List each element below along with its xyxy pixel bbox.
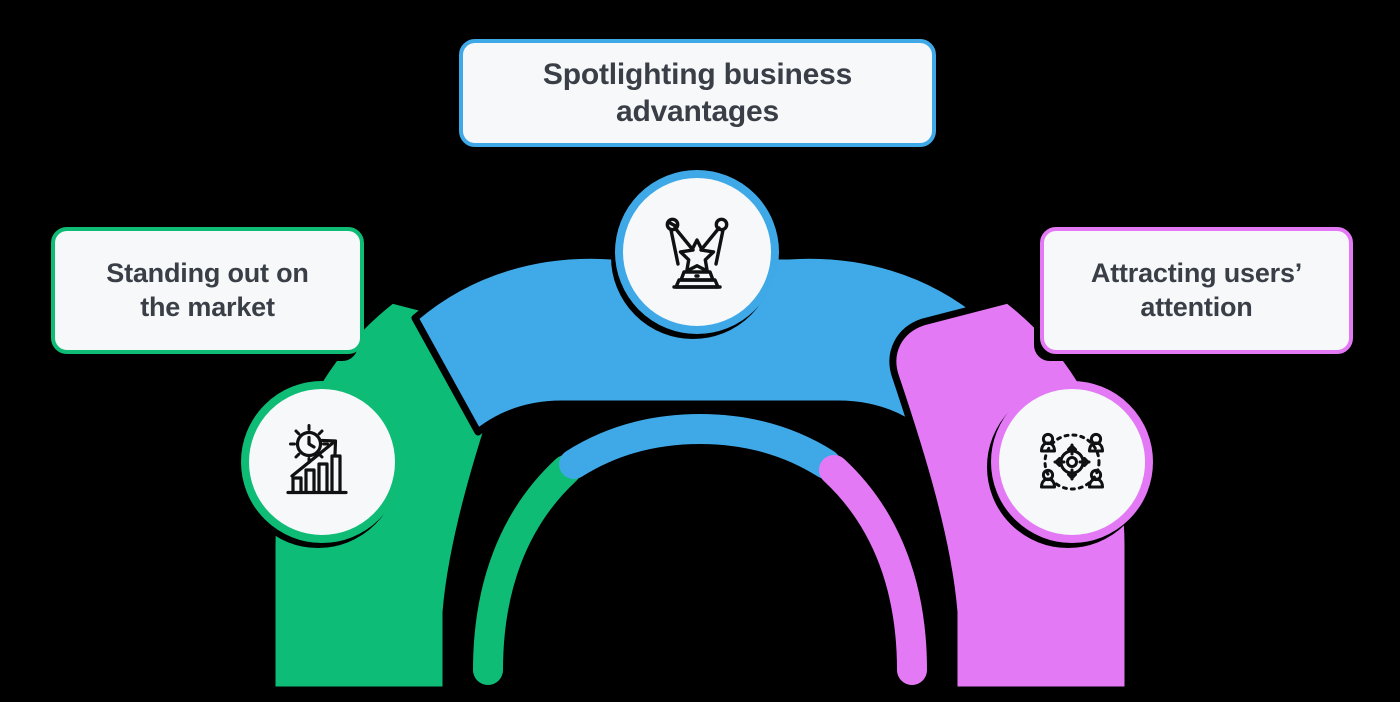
- inner-arc-right: [819, 455, 927, 685]
- label-card-standing-out-text: Standing out on the market: [92, 257, 322, 324]
- label-card-attracting-users[interactable]: Attracting users’ attention: [1040, 227, 1353, 354]
- label-line-2: attention: [1140, 291, 1253, 322]
- growth-bar-chart-icon: [286, 424, 348, 495]
- icon-badge-spotlighting[interactable]: [615, 170, 779, 334]
- icon-badge-attracting-users[interactable]: [991, 381, 1153, 543]
- label-line-2: the market: [140, 291, 275, 322]
- audience-target-icon: [1040, 432, 1104, 491]
- label-card-spotlighting-text: Spotlighting business advantages: [542, 57, 853, 128]
- label-card-attracting-users-text: Attracting users’ attention: [1077, 257, 1316, 324]
- label-card-spotlighting[interactable]: Spotlighting business advantages: [459, 39, 936, 147]
- label-line-1: Attracting users’: [1090, 258, 1303, 289]
- inner-arc-center: [559, 413, 841, 479]
- spotlight-stage-icon: [665, 217, 729, 289]
- inner-arc-left: [473, 455, 581, 685]
- icon-badge-standing-out[interactable]: [241, 381, 403, 543]
- label-line-1: Standing out on: [106, 258, 309, 289]
- arch-segment-center: [411, 251, 989, 436]
- label-card-standing-out[interactable]: Standing out on the market: [51, 227, 364, 354]
- arch-inner-arcs: [473, 413, 927, 685]
